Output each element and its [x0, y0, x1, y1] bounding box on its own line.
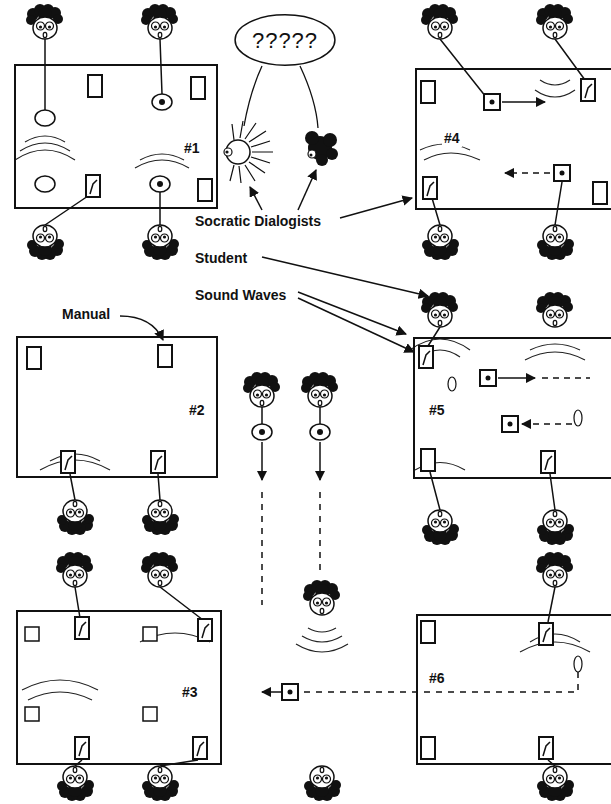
table-number: #5	[427, 402, 447, 419]
table-outline: #3	[16, 610, 222, 765]
table-number: #6	[427, 670, 447, 687]
table-outline: #5	[413, 337, 611, 479]
table-outline: #4	[415, 68, 611, 210]
callout-label: Sound Waves	[193, 287, 288, 304]
manuals	[25, 75, 607, 759]
bubble-text: ?????	[250, 32, 320, 49]
table-number: #4	[442, 130, 462, 147]
table-outline: #6	[416, 614, 611, 765]
movement-arrows	[262, 102, 590, 692]
table-outline: #2	[16, 336, 218, 478]
callout-label: Manual	[60, 306, 112, 323]
callout-label: Student	[193, 250, 249, 267]
callout-label: Socratic Dialogists	[193, 213, 323, 230]
student-heads	[26, 4, 574, 801]
arm-lines	[45, 39, 585, 766]
table-number: #2	[187, 402, 207, 419]
table-number: #1	[182, 140, 202, 157]
table-number: #3	[180, 684, 200, 701]
bubble-shape	[235, 15, 335, 65]
sound-waves	[15, 80, 590, 700]
dialogist-figures	[224, 66, 338, 183]
table-outline: #1	[14, 64, 218, 209]
leader-arrows	[120, 170, 428, 352]
speech-bubble: ?????	[233, 12, 337, 68]
